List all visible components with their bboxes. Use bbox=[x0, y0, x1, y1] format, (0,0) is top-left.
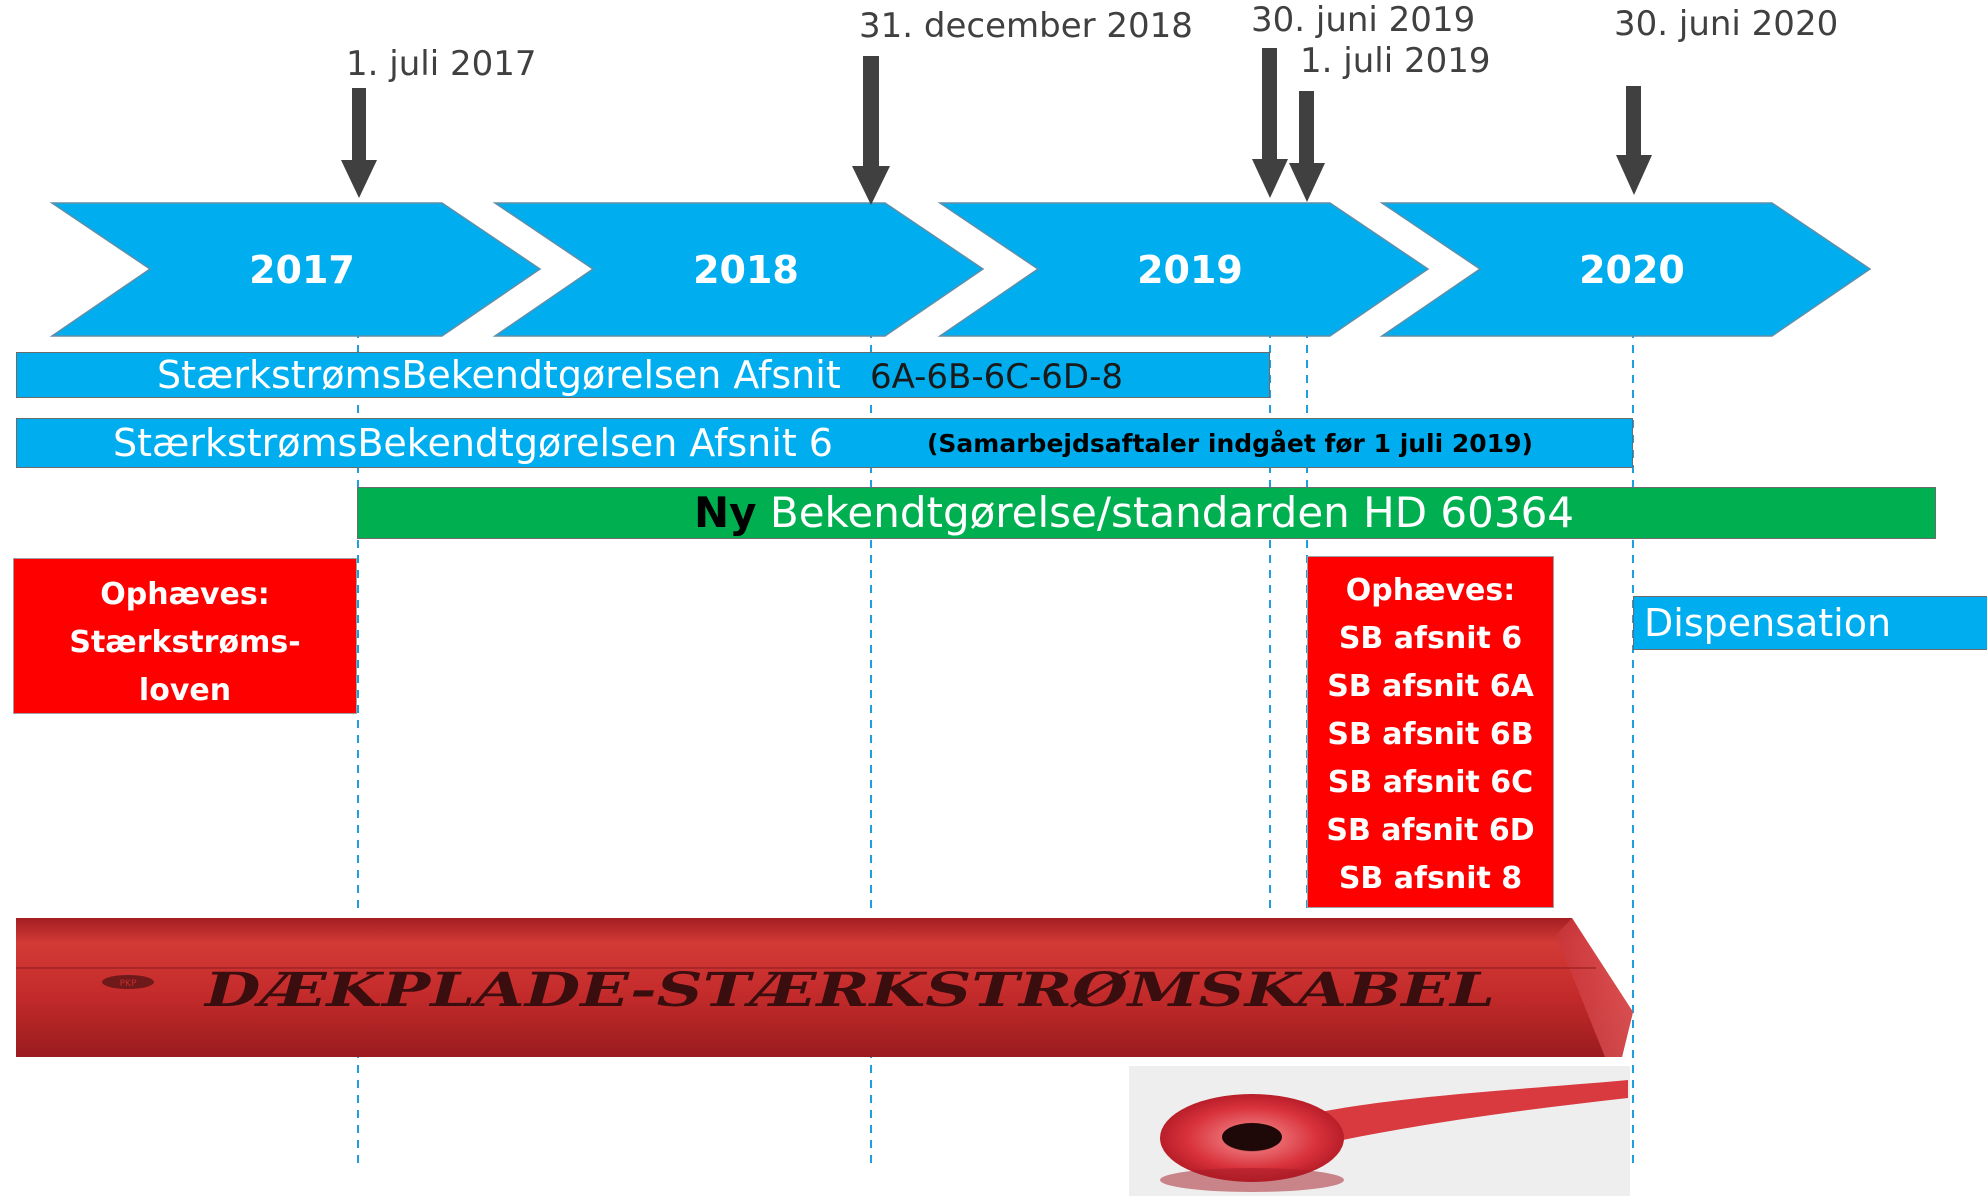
bar-ny-rest-label: Bekendtgørelse/standarden HD 60364 bbox=[756, 488, 1575, 537]
ophaeves-right-line: Ophæves: bbox=[1345, 573, 1516, 608]
year-label-2020: 2020 bbox=[1579, 248, 1685, 292]
ophaeves-right-line: SB afsnit 6 bbox=[1338, 621, 1523, 656]
bar-ny-bold-label: Ny bbox=[694, 488, 757, 537]
bar-sb-afsnit-6-note: (Samarbejdsaftaler indgået før 1 juli 20… bbox=[927, 429, 1533, 458]
bar-dispensation-label: Dispensation bbox=[1644, 601, 1892, 645]
plate-bevel bbox=[1556, 918, 1633, 1057]
chevron-2020 bbox=[1379, 202, 1872, 337]
ophaeves-right-line: SB afsnit 6A bbox=[1327, 669, 1534, 704]
date-label-1-juli-2019: 1. juli 2019 bbox=[1300, 41, 1491, 81]
year-label-2018: 2018 bbox=[693, 248, 799, 292]
arrow-down-icon bbox=[1289, 91, 1325, 202]
date-label-31-december-2018: 31. december 2018 bbox=[859, 6, 1193, 46]
year-label-2017: 2017 bbox=[249, 248, 355, 292]
date-label-1-juli-2017: 1. juli 2017 bbox=[346, 44, 537, 84]
ophaeves-right-line: SB afsnit 6B bbox=[1327, 717, 1534, 752]
ophaeves-left-line: loven bbox=[138, 673, 232, 708]
ophaeves-left-line: Stærkstrøms- bbox=[69, 625, 301, 660]
arrow-down-icon bbox=[341, 88, 377, 198]
ophaeves-right-line: SB afsnit 6C bbox=[1327, 765, 1534, 800]
chevron-2018 bbox=[492, 202, 985, 337]
plate-body bbox=[16, 918, 1633, 1057]
bar-dispensation: Dispensation bbox=[1633, 596, 1987, 650]
date-label-30-juni-2020: 30. juni 2020 bbox=[1614, 4, 1839, 44]
ophaeves-right-box: Ophæves: SB afsnit 6 SB afsnit 6A SB afs… bbox=[1307, 556, 1554, 908]
arrow-down-icon bbox=[1252, 48, 1288, 198]
bar-sb-afsnit-6-label: StærkstrømsBekendtgørelsen Afsnit 6 bbox=[113, 421, 833, 465]
year-label-2019: 2019 bbox=[1137, 248, 1243, 292]
ophaeves-right-line: SB afsnit 6D bbox=[1326, 813, 1535, 848]
ophaeves-left-line: Ophæves: bbox=[100, 577, 270, 612]
bar-sb-afsnit-6a-6b-6c-6d-8: StærkstrømsBekendtgørelsen Afsnit 6A-6B-… bbox=[16, 352, 1270, 398]
bar-sb-afsnit-main-label: StærkstrømsBekendtgørelsen Afsnit bbox=[157, 353, 841, 397]
chevron-2017 bbox=[49, 202, 542, 337]
bar-ny-bekendtgorelse: Ny Bekendtgørelse/standarden HD 60364 bbox=[357, 487, 1936, 539]
arrow-down-icon bbox=[1616, 86, 1652, 195]
pkp-logo-text: PKP bbox=[120, 979, 137, 989]
bar-sb-afsnit-6: StærkstrømsBekendtgørelsen Afsnit 6 (Sam… bbox=[16, 418, 1633, 468]
chevron-2019 bbox=[937, 202, 1430, 337]
bar-sb-afsnit-suffix-label: 6A-6B-6C-6D-8 bbox=[870, 357, 1123, 397]
arrow-down-icon bbox=[852, 56, 890, 205]
pkp-logo bbox=[102, 975, 154, 989]
bar-ny-label-wrap: Ny Bekendtgørelse/standarden HD 60364 bbox=[694, 488, 1574, 538]
plate-imprint-text: DÆKPLADE-STÆRKSTRØMSKABEL bbox=[202, 963, 1495, 1018]
ophaeves-left-box: Ophæves: Stærkstrøms- loven bbox=[13, 558, 357, 714]
date-label-30-juni-2019: 30. juni 2019 bbox=[1251, 0, 1476, 40]
ophaeves-right-line: SB afsnit 8 bbox=[1338, 861, 1523, 896]
